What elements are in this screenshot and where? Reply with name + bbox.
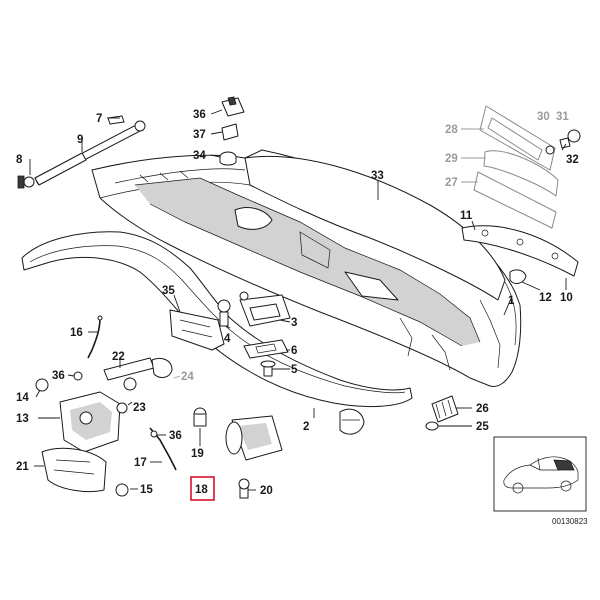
- release-cable-16: [87, 315, 103, 359]
- clip-parts-37-38-34: [219, 96, 245, 166]
- part-label-30[interactable]: 30: [537, 111, 550, 123]
- part-label-34[interactable]: 34: [193, 150, 206, 162]
- part-label-4[interactable]: 4: [224, 333, 231, 345]
- part-label-33[interactable]: 33: [371, 170, 384, 182]
- part-label-1[interactable]: 1: [508, 295, 515, 307]
- wire-clip-2: [339, 408, 365, 435]
- part-number-labels: 7 9 8 36 37 34 33 28 29 27 30 31 32 11 1…: [16, 109, 579, 501]
- part-label-35[interactable]: 35: [162, 285, 175, 297]
- lock-assembly: [35, 357, 173, 497]
- trunk-lid: [91, 149, 522, 387]
- part-label-19[interactable]: 19: [191, 448, 204, 460]
- part-label-2[interactable]: 2: [303, 421, 309, 433]
- leader-lines: [29, 109, 567, 491]
- handle-strip: [461, 225, 579, 284]
- part-label-8[interactable]: 8: [16, 154, 23, 166]
- part-label-16[interactable]: 16: [70, 327, 83, 339]
- part-label-14[interactable]: 14: [16, 392, 29, 404]
- part-label-38[interactable]: 37: [193, 129, 206, 141]
- part-label-23[interactable]: 23: [133, 402, 146, 414]
- actuator-18: [193, 407, 283, 499]
- rod-17: [149, 427, 177, 471]
- part-label-27[interactable]: 27: [445, 177, 458, 189]
- part-label-37[interactable]: 36: [193, 109, 206, 121]
- part-label-24[interactable]: 24: [181, 371, 194, 383]
- license-plate-parts: [473, 105, 581, 229]
- part-label-3[interactable]: 3: [291, 317, 297, 329]
- part-label-13[interactable]: 13: [16, 413, 29, 425]
- buffer-26-25: [425, 395, 459, 431]
- part-label-31[interactable]: 31: [556, 111, 569, 123]
- part-label-21[interactable]: 21: [16, 461, 29, 473]
- part-label-5[interactable]: 5: [291, 364, 298, 376]
- part-label-20[interactable]: 20: [260, 485, 273, 497]
- part-label-15[interactable]: 15: [140, 484, 153, 496]
- part-label-22[interactable]: 22: [112, 351, 125, 363]
- bracket-35: [169, 309, 225, 351]
- part-label-10[interactable]: 10: [560, 292, 573, 304]
- car-thumbnail-inset: 00130823: [493, 436, 588, 526]
- part-label-36-lower[interactable]: 36: [169, 430, 182, 442]
- part-label-17[interactable]: 17: [134, 457, 147, 469]
- highlight-box-18: [190, 476, 215, 501]
- part-label-25[interactable]: 25: [476, 421, 489, 433]
- part-label-29[interactable]: 29: [445, 153, 458, 165]
- part-label-7[interactable]: 7: [96, 113, 102, 125]
- part-label-9[interactable]: 9: [77, 134, 83, 146]
- part-label-28[interactable]: 28: [445, 124, 458, 136]
- part-label-36-upper[interactable]: 36: [52, 370, 65, 382]
- part-label-6[interactable]: 6: [291, 345, 297, 357]
- part-label-18[interactable]: 18: [195, 484, 208, 496]
- diagram-id: 00130823: [552, 517, 588, 526]
- part-label-12[interactable]: 12: [539, 292, 552, 304]
- seal-gasket: [21, 231, 413, 407]
- part-label-11[interactable]: 11: [460, 210, 473, 222]
- part-label-32[interactable]: 32: [566, 154, 579, 166]
- part-label-26[interactable]: 26: [476, 403, 489, 415]
- hinge-assembly: [217, 291, 291, 377]
